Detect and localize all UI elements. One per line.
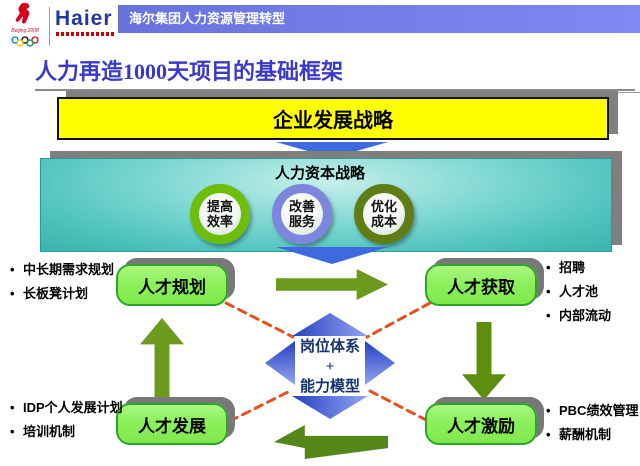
talent-development-box: 人才发展 [116, 403, 228, 445]
bullet-item: 培训机制 [8, 423, 126, 441]
title-underline-thin [66, 92, 640, 93]
olympic-seal-icon [15, 2, 30, 24]
haier-tagline-microtext [56, 32, 116, 36]
circle-label-line2: 服务 [288, 214, 315, 229]
bullets-development: IDP个人发展计划 培训机制 [8, 399, 126, 447]
beijing-2008-olympic-logo: Beijing 2008 [3, 2, 47, 50]
circle-label-line1: 优化 [370, 199, 397, 214]
bullet-item: IDP个人发展计划 [8, 399, 126, 417]
circle-label-line1: 提高 [206, 199, 233, 214]
bullet-item: 中长期需求规划 [8, 261, 120, 279]
header-title-bar: 海尔集团人力资源管理转型 [118, 5, 640, 33]
arrow-planning-to-acquisition [276, 269, 388, 300]
circle-label-line2: 成本 [370, 214, 397, 229]
bullet-item: 长板凳计划 [8, 285, 120, 303]
arrow-acquisition-to-incentive [462, 322, 506, 400]
bullet-item: PBC绩效管理 [544, 402, 640, 420]
diamond-shape [265, 313, 395, 419]
diamond-label: 岗位体系 + 能力模型 [252, 312, 408, 422]
diamond-line2: + [325, 359, 335, 375]
title-underline-thick [35, 89, 635, 91]
circle-improve-efficiency: 提高 效率 [190, 184, 250, 244]
bullets-acquisition: 招聘 人才池 内部流动 [544, 259, 639, 331]
arrow-development-to-planning [140, 318, 184, 398]
bullet-item: 薪酬机制 [544, 426, 640, 444]
circle-label-line2: 效率 [206, 214, 233, 229]
connector-triangle-top [276, 142, 388, 158]
enterprise-strategy-banner: 企业发展战略 [57, 97, 609, 140]
bullet-item: 内部流动 [544, 307, 639, 325]
talent-planning-box: 人才规划 [116, 264, 228, 306]
header-divider [49, 7, 50, 46]
arrow-incentive-to-development [274, 425, 388, 459]
bullets-incentive: PBC绩效管理 薪酬机制 [544, 402, 640, 450]
haier-logo: Haier [55, 7, 113, 30]
olympic-rings-icon [11, 36, 39, 47]
diamond-line3: 能力模型 [299, 379, 360, 395]
connector-triangle-bottom [276, 247, 388, 264]
bullet-item: 招聘 [544, 259, 639, 277]
bullets-planning: 中长期需求规划 长板凳计划 [8, 261, 120, 309]
bullet-item: 人才池 [544, 283, 639, 301]
circle-optimize-cost: 优化 成本 [354, 184, 414, 244]
page-title: 人力再造1000天项目的基础框架 [35, 59, 344, 84]
circle-label-line1: 改善 [288, 199, 315, 214]
talent-acquisition-box: 人才获取 [425, 264, 537, 306]
talent-incentive-box: 人才激励 [425, 403, 537, 445]
human-capital-strategy-title: 人力资本战略 [274, 166, 365, 182]
diamond-line1: 岗位体系 [299, 339, 360, 355]
olympic-wordmark: Beijing 2008 [11, 28, 39, 34]
circle-improve-service: 改善 服务 [272, 184, 332, 244]
